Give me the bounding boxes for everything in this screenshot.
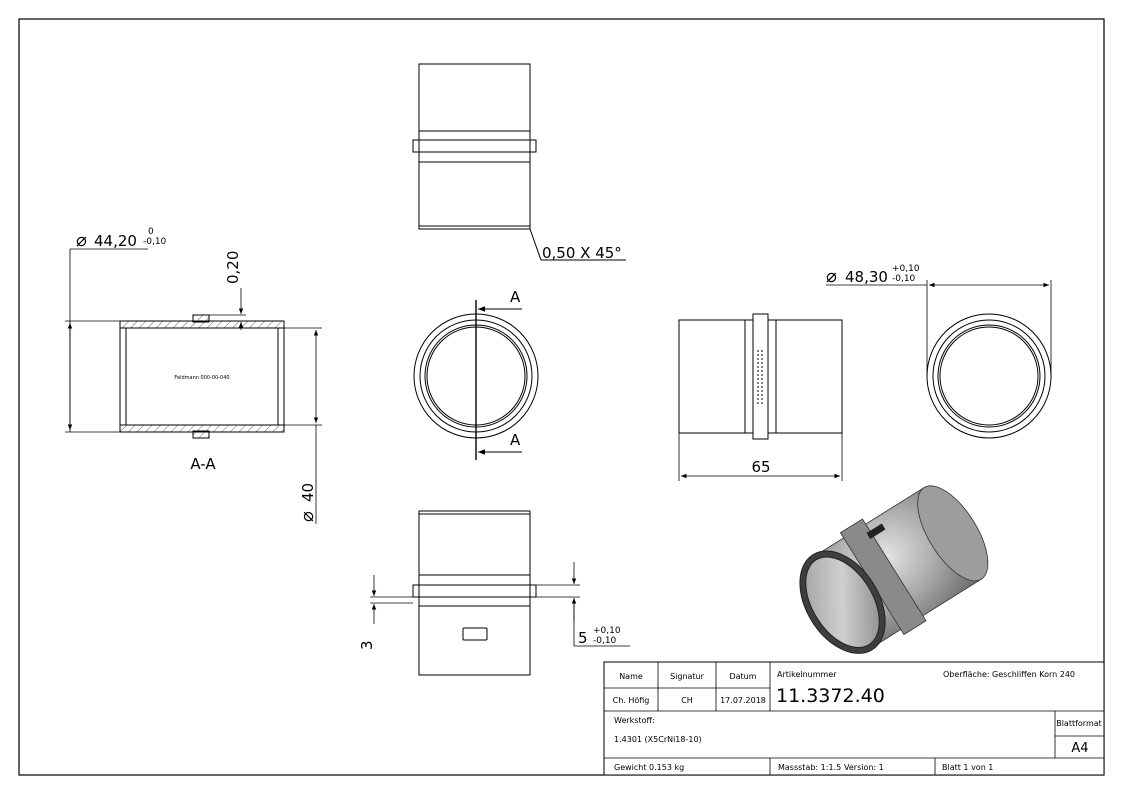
section-marker-bottom: A: [510, 431, 521, 449]
dim-ring-diameter-value: 48,30: [845, 268, 888, 286]
dim-length: 65: [678, 433, 843, 481]
diameter-symbol: ⌀: [76, 230, 87, 251]
section-label: A-A: [190, 455, 216, 473]
front-view-bottom: [412, 510, 537, 676]
chamfer-dimension: 0,50 X 45°: [542, 244, 622, 262]
dim-outer-diameter: ⌀ 44,20 0 -0,10: [65, 227, 167, 433]
tb-header-article: Artikelnummer: [777, 670, 837, 679]
dim-ring-position-tol-lower: -0,10: [593, 636, 617, 646]
dim-step-height: 0,20: [209, 251, 246, 330]
tb-version: Version: 1: [844, 763, 884, 772]
dim-inner-diameter-value: 40: [299, 483, 317, 502]
dim-length-value: 65: [751, 458, 770, 476]
dim-outer-diameter-value: 44,20: [94, 232, 137, 250]
tb-article-number: 11.3372.40: [776, 685, 885, 707]
dim-outer-diameter-tol-lower: -0,10: [143, 237, 167, 247]
tb-scale: Massstab: 1:1.5: [778, 763, 841, 772]
dim-ring-position-value: 5: [578, 629, 588, 647]
dim-ring-diameter-tol-upper: +0,10: [892, 264, 920, 274]
side-view: [678, 313, 843, 440]
tb-surface-label: Oberfläche:: [943, 670, 990, 679]
tb-signature: CH: [681, 696, 693, 705]
dim-ring-position-tol-upper: +0,10: [593, 626, 621, 636]
tb-header-date: Datum: [729, 672, 756, 681]
tb-sheet: Blatt 1 von 1: [942, 763, 993, 772]
tb-surface-value: Geschliffen Korn 240: [992, 670, 1075, 679]
tb-material-label: Werkstoff:: [614, 716, 655, 725]
dim-inner-diameter: ⌀ 40: [278, 327, 322, 524]
dim-outer-diameter-tol-upper: 0: [148, 227, 154, 237]
dim-step-height-value: 0,20: [224, 251, 242, 284]
tb-sheet-format-value: A4: [1071, 741, 1088, 756]
title-block: Name Signatur Datum Artikelnummer Ch. Hö…: [603, 661, 1105, 776]
tb-weight: Gewicht 0.153 kg: [614, 763, 684, 772]
front-view-top: [412, 63, 537, 230]
end-view-right: [926, 313, 1052, 439]
chamfer-leader: 0,50 X 45°: [529, 228, 626, 262]
dim-ring-thickness: 3: [358, 575, 413, 650]
tb-header-name: Name: [619, 672, 643, 681]
diameter-symbol-2: ⌀: [297, 511, 318, 522]
sheet-border: [18, 18, 1105, 776]
tb-sheet-format-label: Blattformat: [1056, 719, 1102, 728]
part-marking: Feldmann 000-00-040: [174, 375, 229, 381]
tb-material-value: 1.4301 (X5CrNi18-10): [614, 735, 702, 744]
tb-header-signature: Signatur: [670, 672, 705, 681]
dim-ring-diameter: ⌀ 48,30 +0,10 -0,10: [826, 264, 1052, 376]
dim-ring-diameter-tol-lower: -0,10: [892, 274, 916, 284]
dim-ring-thickness-value: 3: [358, 640, 376, 650]
section-cut-line: A A: [475, 288, 522, 460]
dim-ring-position: 5 +0,10 -0,10: [536, 562, 630, 647]
isometric-render: [799, 485, 989, 654]
diameter-symbol-3: ⌀: [826, 266, 837, 287]
section-marker-top: A: [510, 288, 521, 306]
tb-name: Ch. Höfig: [613, 696, 650, 705]
tb-date: 17.07.2018: [720, 696, 766, 705]
section-view-a-a: Feldmann 000-00-040: [119, 314, 285, 439]
